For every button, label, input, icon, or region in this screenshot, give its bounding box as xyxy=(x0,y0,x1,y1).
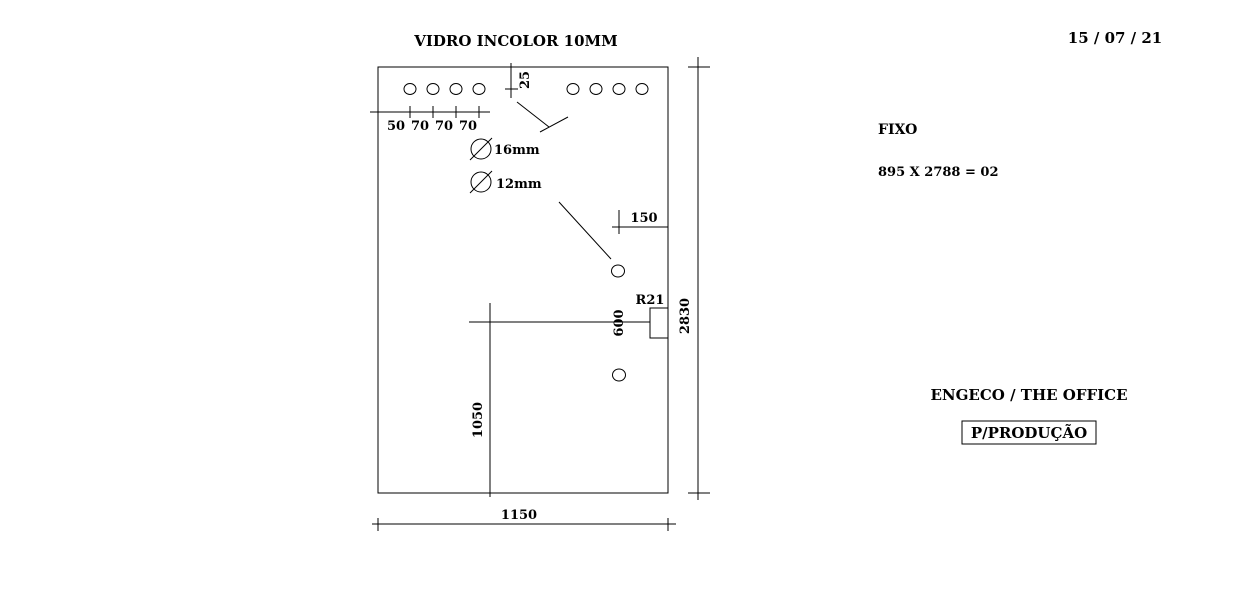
status-label: P/PRODUÇÃO xyxy=(971,423,1087,442)
radius-label: R21 xyxy=(636,293,665,308)
cutout-height-label: 600 xyxy=(612,309,627,336)
leader-12mm xyxy=(558,201,612,260)
drawing-date: 15 / 07 / 21 xyxy=(1068,29,1162,47)
hole xyxy=(566,83,580,95)
diameter-icon xyxy=(470,171,492,193)
hole xyxy=(426,83,440,95)
side-offset-dimension: 150 xyxy=(612,210,668,234)
client-label: ENGECO / THE OFFICE xyxy=(930,386,1127,404)
spec-label: 895 X 2788 = 02 xyxy=(878,165,999,180)
hole-spacing-label: 70 xyxy=(459,119,477,134)
hole xyxy=(635,83,649,95)
status-box: P/PRODUÇÃO xyxy=(961,420,1097,445)
hole xyxy=(472,83,486,95)
top-holes-right xyxy=(566,83,649,95)
hole xyxy=(449,83,463,95)
hole-spacing-label: 70 xyxy=(411,119,429,134)
hole-spacing-label: 50 xyxy=(387,119,405,134)
handle-height-dimension: 1050 xyxy=(469,303,650,497)
total-height-dimension: 2830 xyxy=(678,57,710,500)
diameter-16mm: 16mm xyxy=(469,137,540,161)
top-offset-label: 25 xyxy=(518,71,533,89)
side-hole-upper xyxy=(611,264,625,278)
top-holes-left xyxy=(403,83,486,95)
diameter-12mm: 12mm xyxy=(469,170,542,194)
diameter-icon xyxy=(470,138,492,160)
leader-16mm xyxy=(516,101,569,133)
hole-large-label: 16mm xyxy=(494,143,540,158)
total-width-dimension: 1150 xyxy=(372,508,676,531)
glass-panel-outline xyxy=(377,66,669,494)
handle-cutout: R21 600 xyxy=(612,293,669,339)
total-width-label: 1150 xyxy=(501,508,537,523)
drawing-title: VIDRO INCOLOR 10MM xyxy=(413,32,618,50)
hole xyxy=(589,83,603,95)
hole-spacing-label: 70 xyxy=(435,119,453,134)
type-label: FIXO xyxy=(878,122,917,138)
hole xyxy=(403,83,417,95)
side-offset-label: 150 xyxy=(630,211,657,226)
hole xyxy=(612,83,626,95)
hole-spacing-dimension: 50 70 70 70 xyxy=(370,106,490,134)
side-hole-lower xyxy=(612,368,626,382)
hole-small-label: 12mm xyxy=(496,177,542,192)
handle-height-label: 1050 xyxy=(471,402,486,438)
total-height-label: 2830 xyxy=(678,298,693,334)
top-offset-dimension: 25 xyxy=(505,63,533,98)
